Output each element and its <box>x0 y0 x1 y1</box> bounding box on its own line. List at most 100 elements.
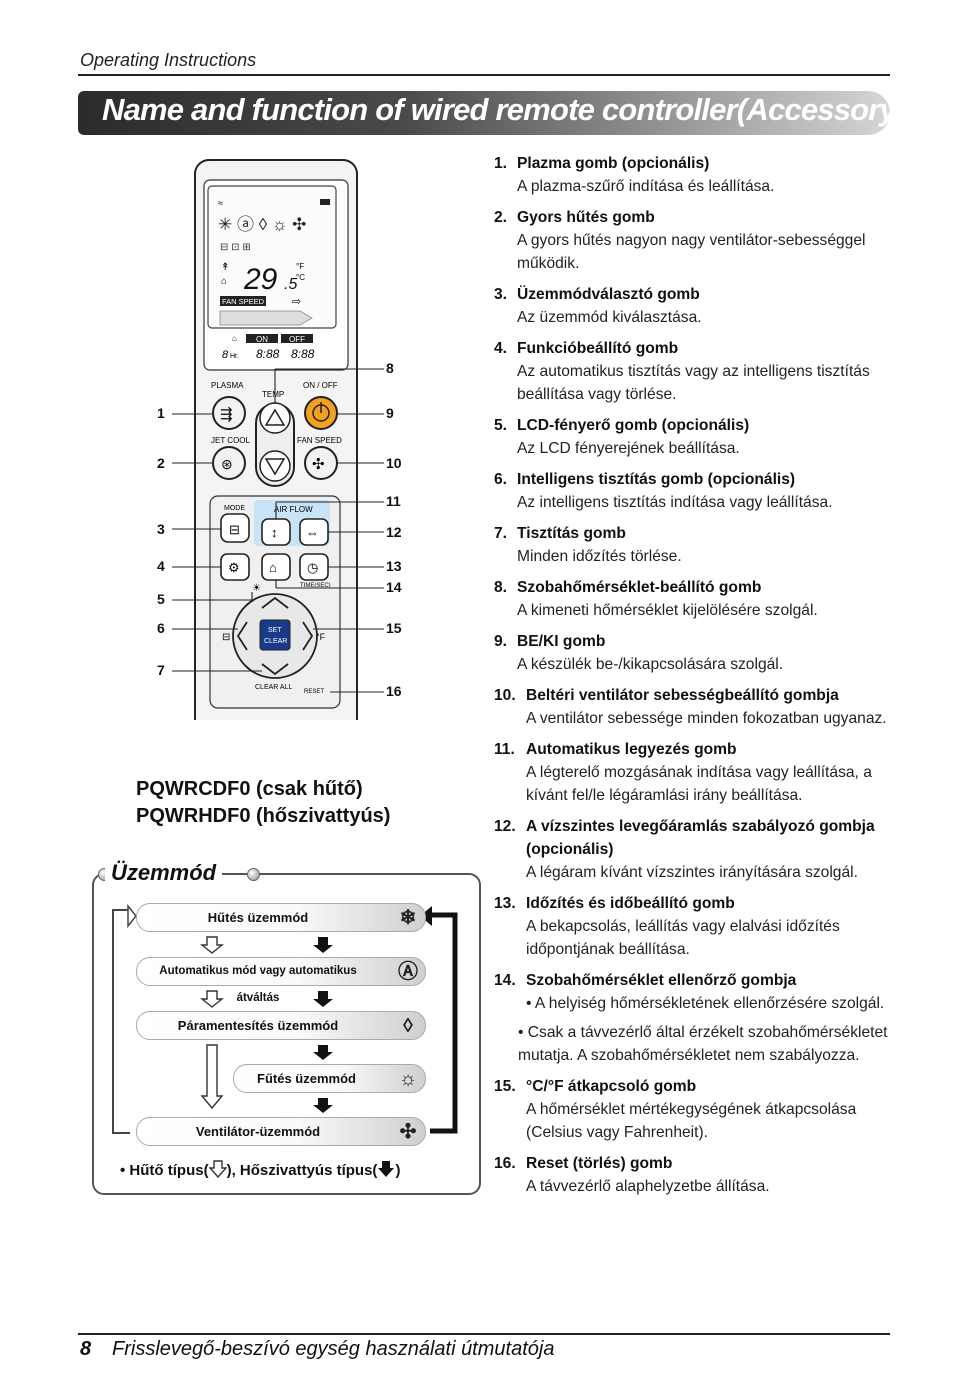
outline-arrow-icon <box>208 1160 228 1179</box>
function-title: 15. °C/°F átkapcsoló gomb <box>494 1075 894 1098</box>
mode-item-2: Automatikus mód vagy automatikus átváltá… <box>136 957 426 1004</box>
mode-item-3: Páramentesítés üzemmód◊ <box>136 1011 426 1040</box>
svg-text:✣: ✣ <box>312 456 325 473</box>
function-title-text: BE/KI gomb <box>517 633 606 650</box>
function-item-13: 13.Időzítés és időbeállító gomb A bekapcs… <box>494 892 894 961</box>
function-item-5: 5.LCD-fényerő gomb (opcionális)Az LCD fé… <box>494 414 894 460</box>
function-number: 15. <box>494 1078 516 1095</box>
function-bullet: • Csak a távvezérlő által érzékelt szoba… <box>518 1024 888 1064</box>
function-number: 11. <box>494 741 515 758</box>
set-clear-button <box>259 619 291 651</box>
sun-icon: ☼ <box>398 1068 418 1090</box>
mode-label: Hűtés üzemmód <box>207 910 309 925</box>
function-title: 2. Gyors hűtés gomb <box>494 206 894 229</box>
svg-text:⌂: ⌂ <box>232 334 237 343</box>
mode-cycle-arrows <box>112 903 458 1134</box>
function-number: 2. <box>494 209 508 226</box>
fan-icon: ✣ <box>399 1121 417 1143</box>
function-title-text: Gyors hűtés gomb <box>517 209 655 226</box>
model-name-2: PQWRHDF0 (hőszivattyús) <box>136 805 391 827</box>
svg-text:CLEAR: CLEAR <box>264 638 287 645</box>
svg-text:⊛: ⊛ <box>221 456 233 472</box>
mode-item-1: Hűtés üzemmód❄ <box>136 903 426 932</box>
mode-legend: • Hűtő típus(), Hőszivattyús típus() <box>120 1160 401 1179</box>
droplet-icon: ◊ <box>403 1015 413 1037</box>
svg-text:☀: ☀ <box>252 583 261 594</box>
function-item-10: 10.Beltéri ventilátor sebességbeállító g… <box>494 684 894 730</box>
function-title-text: Szobahőmérséklet ellenőrző gombja <box>526 972 797 989</box>
callout-5: 5 <box>157 591 165 607</box>
function-description: A gyors hűtés nagyon nagy ventilátor-seb… <box>517 232 866 272</box>
mode-item-5: Ventilátor-üzemmód✣ <box>136 1117 426 1146</box>
jet-cool-button <box>212 446 246 480</box>
function-title: 4.Funkcióbeállító gomb <box>494 337 894 360</box>
function-title-text: Intelligens tisztítás gomb (opcionális) <box>517 471 796 488</box>
function-description: Minden időzítés törlése. <box>517 548 682 565</box>
lcd-screen <box>207 185 337 329</box>
function-title-text: LCD-fényerő gomb (opcionális) <box>517 417 750 434</box>
header-rule <box>78 74 890 76</box>
function-list: 1.Plazma gomb (opcionális)A plazma-szűrő… <box>494 152 894 1206</box>
function-number: 5. <box>494 417 508 434</box>
svg-text:TEMP: TEMP <box>262 390 284 399</box>
function-item-6: 6.Intelligens tisztítás gomb (opcionális… <box>494 468 894 514</box>
function-description: Az automatikus tisztítás vagy az intelli… <box>517 363 870 403</box>
svg-text:⊟ ⊡ ⊞: ⊟ ⊡ ⊞ <box>220 242 251 253</box>
function-bullet: • A helyiség hőmérsékletének ellenőrzésé… <box>526 995 885 1012</box>
function-number: 9. <box>494 633 508 650</box>
model-name-1: PQWRCDF0 (csak hűtő) <box>136 778 363 800</box>
function-title: 13.Időzítés és időbeállító gomb <box>494 892 894 915</box>
function-title-text: A vízszintes levegőáramlás szabályozó go… <box>526 818 875 858</box>
svg-text:AIR FLOW: AIR FLOW <box>274 505 313 514</box>
function-item-4: 4.Funkcióbeállító gomb Az automatikus tis… <box>494 337 894 406</box>
function-title-text: °C/°F átkapcsoló gomb <box>526 1078 697 1095</box>
function-description: A készülék be-/kikapcsolására szolgál. <box>517 656 784 673</box>
function-number: 13. <box>494 895 516 912</box>
solid-arrow-icon <box>378 1161 395 1177</box>
function-number: 1. <box>494 155 508 172</box>
function-description: A légterelő mozgásának indítása vagy leá… <box>526 764 872 804</box>
svg-text:◷: ◷ <box>307 560 318 575</box>
page-number: 8 <box>80 1338 92 1360</box>
function-title: 9. BE/KI gomb <box>494 630 894 653</box>
function-number: 8. <box>494 579 508 596</box>
function-item-2: 2. Gyors hűtés gomb A gyors hűtés nagyon n… <box>494 206 894 275</box>
function-number: 16. <box>494 1155 516 1172</box>
svg-text:↟: ↟ <box>221 262 229 273</box>
svg-text:⇶: ⇶ <box>220 406 233 423</box>
callout-14: 14 <box>386 579 402 595</box>
function-title-text: Reset (törlés) gomb <box>526 1155 673 1172</box>
svg-text:FAN SPEED: FAN SPEED <box>297 436 342 445</box>
function-description: Az üzemmód kiválasztása. <box>517 309 702 326</box>
function-number: 10. <box>494 687 516 704</box>
function-description: A bekapcsolás, leállítás vagy elalvási i… <box>526 918 840 958</box>
svg-text:PLASMA: PLASMA <box>211 381 244 390</box>
callout-16: 16 <box>386 683 402 699</box>
mode-title-dot-right <box>247 868 260 881</box>
svg-text:8: 8 <box>222 349 229 361</box>
svg-text:⚙: ⚙ <box>228 560 240 575</box>
svg-text:⊟: ⊟ <box>222 632 230 643</box>
svg-text:.5: .5 <box>284 276 297 293</box>
mode-section-title: Üzemmód <box>105 860 223 886</box>
svg-text:⌂: ⌂ <box>269 560 277 575</box>
mode-label: Fűtés üzemmód <box>257 1071 356 1086</box>
svg-text:OFF: OFF <box>289 335 305 344</box>
svg-text:SET: SET <box>268 627 282 634</box>
function-number: 7. <box>494 525 508 542</box>
lcd-temp: 29 <box>243 263 278 296</box>
svg-text:RESET: RESET <box>304 689 324 695</box>
function-title: 1.Plazma gomb (opcionális) <box>494 152 894 175</box>
remote-controller-illustration: ≈ ✳ ⓐ ◊ ☼ ✣ ⊟ ⊡ ⊞ ↟ ⌂ 29 .5 °F °C FAN SP… <box>172 159 384 720</box>
function-description: A ventilátor sebessége minden fokozatban… <box>526 710 887 727</box>
svg-text:°C: °C <box>296 273 305 282</box>
function-number: 14. <box>494 972 516 989</box>
svg-text:⊟: ⊟ <box>229 522 240 537</box>
callout-6: 6 <box>157 620 165 636</box>
svg-text:≈: ≈ <box>218 198 223 208</box>
svg-text:⇔: ⇔ <box>306 525 319 540</box>
